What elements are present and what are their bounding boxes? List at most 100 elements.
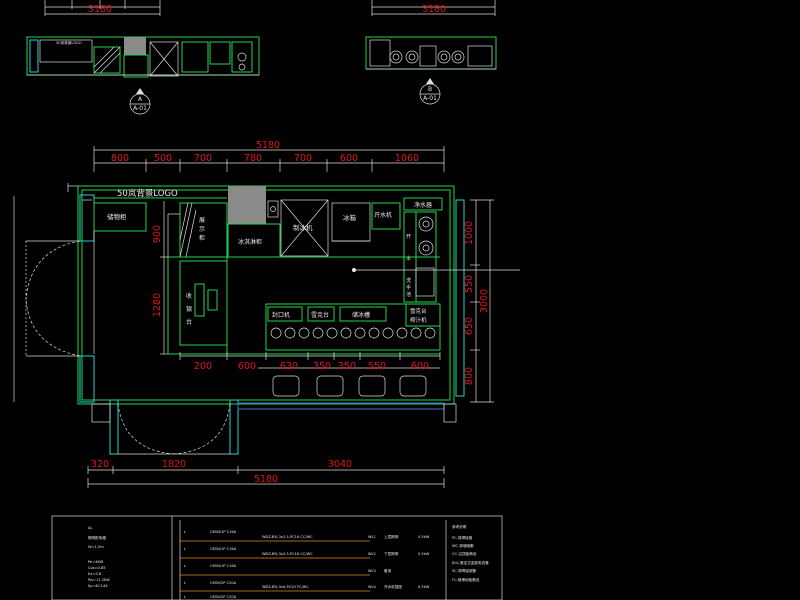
dim-right-2: 650 [464,317,475,335]
sink-label-1: 洗 [406,277,411,284]
pos-counter: 收 银 台 [179,260,228,346]
purifier-label: 净水器 [414,201,432,209]
bottom-door-opening [91,399,457,455]
row-2-desc: 备用 [384,568,392,573]
right-col-label-a: 开 [406,234,411,240]
display-cabinet-label-2: 示 [199,226,205,233]
fridge: 冰箱 [331,202,371,242]
row-2-circuit: WL3 [368,569,376,573]
left-dimension-chain: 900 1280 [152,201,168,355]
dim-inner-1: 600 [238,361,256,372]
row-1-breaker: C65N/1P C16A [210,547,237,551]
dim-right-1: 550 [464,275,475,293]
ice-cream-cabinet-label: 冰淇淋柜 [238,238,262,246]
row-0-circuit: WL1 [368,535,376,539]
row-0-type: L [184,530,186,534]
ice-maker-label: 制冰机 [293,223,313,232]
customer-stools [258,367,440,397]
right-col-label-b: 水 [406,255,411,262]
display-cabinet: 展 示 柜 [179,202,228,258]
bottom-dimension-total: 5180 [87,474,445,488]
dim-top-2: 700 [194,153,212,164]
back-counter [167,256,520,355]
dim-top-6: 1060 [395,153,419,164]
water-boiler-label: 开水机 [374,211,392,219]
dim-inner-6: 600 [411,361,429,372]
panel-size: W=1.5m [88,545,104,549]
legend-title: 参考说明 [452,524,467,529]
left-interior [93,213,180,354]
row-0-breaker: C65N/1P C16A [210,530,237,534]
dim-left-0: 900 [152,225,163,243]
row-1-circuit: WL2 [368,552,376,556]
dim-inner-2: 630 [280,361,298,372]
dim-total-bottom: 5180 [254,474,278,485]
panel-title: AL [88,526,92,530]
top-partial-dimension-left: 3180 [44,0,161,16]
dim-bottom-1: 1820 [162,459,186,470]
shaker-machine-label-2: 榨汁机 [410,316,427,324]
dim-right-0: 1000 [464,221,475,245]
row-3-cable: WDZ-BYJ-3x4-PC20 FC/WC [262,585,309,589]
dim-top-1: 500 [154,153,172,164]
elevation-b-sheet: A-01 [423,95,437,102]
storage-cabinet-label: 储物柜 [107,212,127,221]
right-wall-window [455,199,465,397]
legend-1: WC-穿墙暗敷 [452,543,474,548]
ice-cream-cabinet: 冰淇淋柜 [227,186,281,258]
ice-tank-label: 储冰槽 [352,311,370,319]
row-1-cable: WDZ-BYJ-3x2.5-PC16 CC/WC [262,552,313,556]
dim-top-3: 780 [244,153,262,164]
row-3-power: 0.5kW [418,585,430,589]
fridge-label: 冰箱 [343,213,357,222]
legend-3: JDG-紧定式金属电线管 [451,560,489,565]
elevation-a-sheet: A-01 [133,105,147,112]
elevation-b-letter: B [428,86,432,93]
elevation-b-marker: B A-01 [419,78,441,105]
display-cabinet-label-1: 展 [199,217,205,224]
panel-row: L C65N/1P C16A WDZ-BYJ-3x2.5-PC16 CC/WC … [180,530,430,542]
logo-wall: 50岚背景LOGO [94,188,227,199]
front-counter: 封口机 雪克台 储冰槽 雪克台 榨汁机 [265,303,441,351]
panel-param-2: Kx=0.8 [88,572,102,576]
shaker-label: 雪克台 [311,311,329,319]
row-0-cable: WDZ-BYJ-3x2.5-PC16 CC/WC [262,535,313,539]
panel-row: L C65N/2P C20A WDZ-BYJ-3x4-PC20 FC/WC WL… [180,581,430,592]
display-cabinet-label-3: 柜 [199,234,205,242]
elevation-a-letter: A [138,96,143,103]
pos-label-1: 收 [186,292,192,300]
dim-inner-4: 350 [338,361,356,372]
storage-cabinet: 储物柜 [93,202,147,232]
sink-label-2: 手 [406,284,411,291]
dim-right-3: 800 [464,367,475,385]
top-dimension-chain: 800 500 700 780 700 600 1060 [93,153,445,172]
dim-top-4: 700 [294,153,312,164]
logo-wall-text: 50岚背景LOGO [117,188,178,199]
sealer-label: 封口机 [272,311,290,319]
legend-2: CC-沿顶板暗设 [452,551,477,556]
row-3-circuit: WL4 [368,585,377,589]
panel-row: L C65N/1P C16A WDZ-BYJ-3x2.5-PC16 CC/WC … [180,547,430,559]
partial-dim-left: 3180 [88,4,112,15]
row-1-type: L [184,547,186,551]
dim-bottom-0: 320 [91,459,109,470]
bottom-dimension-chain: 320 1820 3040 [87,459,445,474]
elevation-b-view [365,36,497,70]
row-4-breaker: C65N/2P C20A [210,595,237,599]
dim-inner-5: 550 [368,361,386,372]
panel-name: 照明配电箱 [88,535,106,540]
legend-5: FC-暗埋地板敷设 [452,577,480,582]
dim-top-0: 800 [111,153,129,164]
row-1-desc: 下层照明 [384,551,399,556]
row-3-desc: 开水机插座 [384,584,402,589]
row-0-desc: 上层照明 [384,534,399,539]
small-logo-text: 50岚背景LOGO [56,40,82,45]
row-3-breaker: C65N/2P C20A [210,581,237,585]
legend-4: SC-穿焊接钢管 [452,568,476,573]
pos-label-3: 台 [186,318,192,326]
panel-param-0: Pe=4KW [88,560,104,564]
elevation-a-marker: A A-01 [129,88,151,115]
right-dimension-chain: 1000 550 650 800 3000 [464,199,494,403]
pos-label-2: 银 [186,305,192,313]
